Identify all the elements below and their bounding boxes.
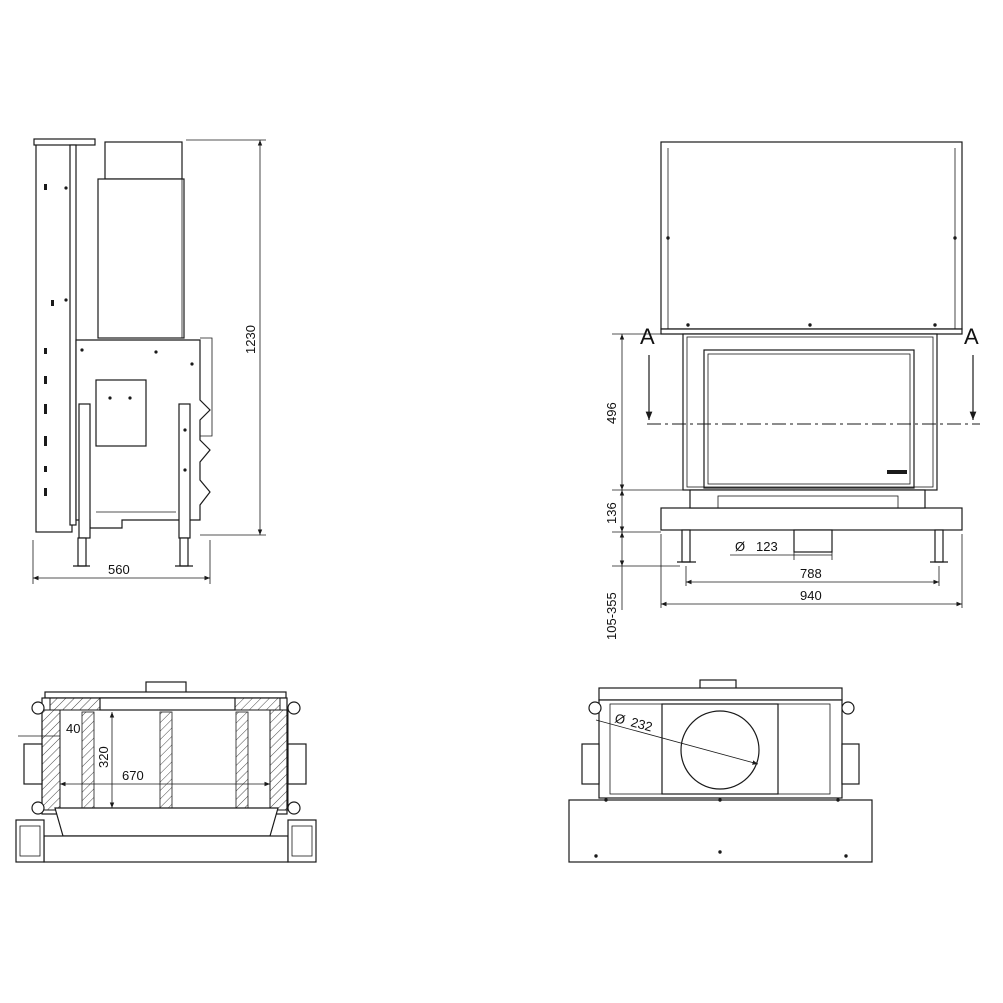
front-firebox bbox=[682, 333, 938, 491]
side-back-panel bbox=[35, 141, 73, 533]
plan-dim-670-label: 670 bbox=[122, 768, 144, 783]
side-flue-box bbox=[104, 141, 183, 180]
section-label-right: A bbox=[964, 324, 979, 349]
front-dim-pipe-label: 123 bbox=[756, 539, 778, 554]
plan-dim-320-label: 320 bbox=[96, 746, 111, 768]
front-dim-horizontal: Ø 123 788 940 bbox=[660, 534, 963, 608]
front-hood bbox=[660, 141, 963, 330]
front-dim-136-label: 136 bbox=[604, 502, 619, 524]
front-pipe-stub bbox=[793, 529, 833, 553]
side-dim-height: 1230 bbox=[186, 139, 266, 536]
top-dim-flue-symbol: Ø bbox=[613, 710, 627, 727]
front-dim-pipe-symbol: Ø bbox=[735, 539, 745, 554]
top-flue-opening bbox=[680, 710, 760, 790]
plan-dims: 40 320 670 bbox=[18, 712, 270, 808]
side-upper-body bbox=[97, 178, 185, 339]
side-inspection-door bbox=[95, 379, 147, 447]
section-label-left: A bbox=[640, 324, 655, 349]
side-dim-width: 560 bbox=[32, 540, 211, 584]
top-dim-flue: Ø 232 bbox=[595, 710, 759, 765]
front-view: A A 496 136 105-355 Ø 123 788 bbox=[604, 141, 980, 640]
top-view: Ø 232 bbox=[568, 679, 873, 863]
front-dim-vertical: 496 136 105-355 bbox=[604, 333, 690, 640]
plan-front-glass bbox=[54, 807, 279, 837]
front-glass-door bbox=[703, 349, 915, 489]
top-dim-flue-label: 232 bbox=[629, 714, 654, 734]
front-dim-leg-range-label: 105-355 bbox=[604, 592, 619, 640]
plan-wall-left bbox=[41, 709, 61, 811]
side-panel-slots bbox=[44, 184, 194, 496]
front-dim-788-label: 788 bbox=[800, 566, 822, 581]
side-dim-height-label: 1230 bbox=[243, 325, 258, 354]
front-dim-496-label: 496 bbox=[604, 402, 619, 424]
plan-wall-right bbox=[269, 709, 289, 811]
plan-dim-40-label: 40 bbox=[66, 721, 80, 736]
side-dim-width-label: 560 bbox=[108, 562, 130, 577]
plan-section-view: 40 320 670 bbox=[15, 681, 317, 863]
front-base-sill bbox=[660, 507, 963, 531]
side-view: 560 1230 bbox=[32, 138, 266, 584]
front-dim-940-label: 940 bbox=[800, 588, 822, 603]
